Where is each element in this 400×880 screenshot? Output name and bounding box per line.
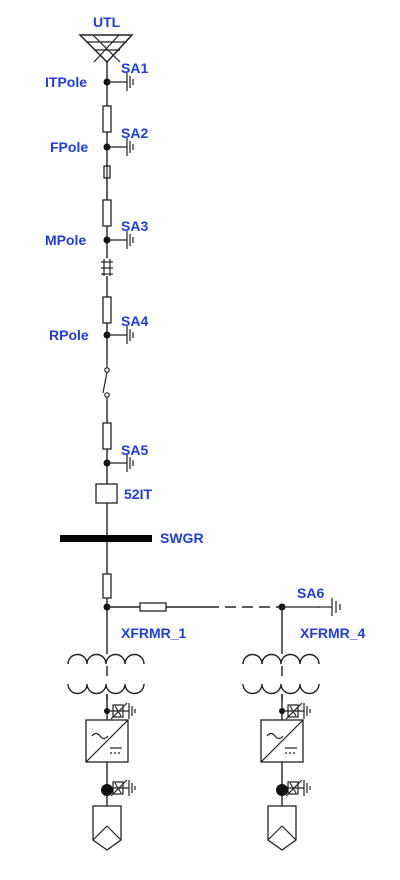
- utility-source-symbol: [78, 34, 134, 64]
- xfmr4-label: XFRMR_4: [300, 625, 366, 641]
- xfmr1-label: XFRMR_1: [121, 625, 187, 641]
- conductor-5: [102, 573, 112, 599]
- sa3-label: SA3: [121, 218, 148, 234]
- right-surge-top: [281, 702, 311, 720]
- left-big-node: [101, 784, 113, 796]
- itpole-label: ITPole: [45, 74, 87, 90]
- right-big-node: [276, 784, 288, 796]
- right-inverter: [260, 719, 304, 763]
- conductor-1: [102, 105, 112, 133]
- fpole-label: FPole: [50, 139, 88, 155]
- recloser-symbol: [101, 258, 113, 276]
- utl-label: UTL: [93, 14, 121, 30]
- xfmr1-primary-winding: [66, 646, 148, 666]
- left-surge-top: [106, 702, 136, 720]
- right-pv-load: [267, 805, 297, 851]
- sa6-label: SA6: [297, 585, 324, 601]
- mpole-label: MPole: [45, 232, 86, 248]
- breaker-label: 52IT: [124, 486, 152, 502]
- disconnect-switch: [99, 360, 115, 400]
- rpole-label: RPole: [49, 327, 89, 343]
- sa4-label: SA4: [121, 313, 148, 329]
- sa2-label: SA2: [121, 125, 148, 141]
- tie-conductor: [139, 602, 167, 612]
- swgr-bus: [60, 535, 152, 542]
- conductor-3: [102, 296, 112, 324]
- xfmr1-secondary-winding: [66, 676, 148, 700]
- left-inverter: [85, 719, 129, 763]
- xfmr4-primary-winding: [241, 646, 323, 666]
- swgr-label: SWGR: [160, 530, 204, 546]
- sa1-label: SA1: [121, 60, 148, 76]
- left-pv-load: [92, 805, 122, 851]
- xfmr4-secondary-winding: [241, 676, 323, 700]
- breaker-52it: [95, 483, 118, 504]
- conductor-2: [102, 199, 112, 227]
- conductor-4: [102, 422, 112, 450]
- sa5-label: SA5: [121, 442, 148, 458]
